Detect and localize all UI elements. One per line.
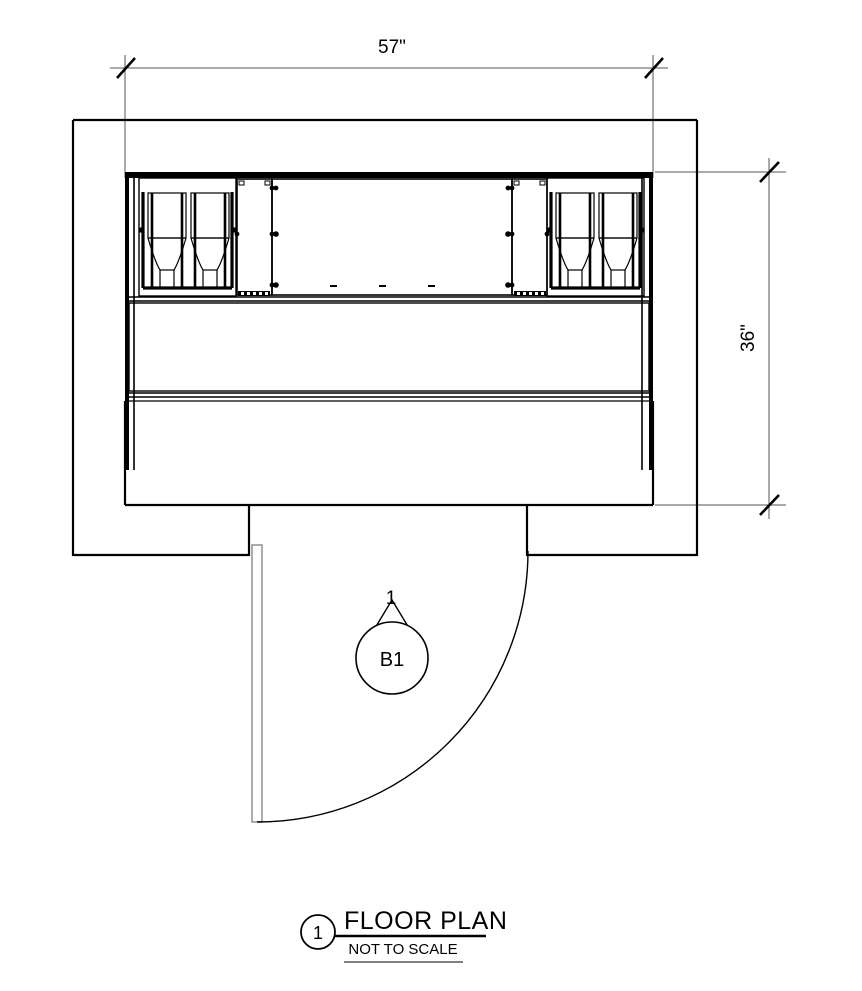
equipment-group-left bbox=[138, 177, 237, 297]
fastener-dot bbox=[509, 282, 515, 288]
hatch-gap bbox=[517, 292, 520, 295]
panel-foot-hatch bbox=[238, 291, 270, 296]
casework-right-rail-outer bbox=[649, 172, 653, 470]
hatch-gap bbox=[241, 292, 244, 295]
fastener-dot bbox=[505, 282, 511, 288]
funnel-body bbox=[598, 192, 638, 239]
funnel-taper-right bbox=[624, 237, 638, 288]
funnel-unit-left-a bbox=[147, 192, 187, 288]
counter-band-lower bbox=[123, 400, 655, 507]
center-panel bbox=[271, 178, 513, 296]
funnel-taper-left bbox=[598, 237, 612, 288]
panel-outline bbox=[511, 178, 548, 296]
funnel-body bbox=[147, 192, 187, 239]
center-panel-outline bbox=[271, 178, 513, 296]
panel-corner-mark bbox=[513, 180, 520, 186]
dimension-tick-left bbox=[116, 57, 136, 79]
panel-corner-mark bbox=[264, 180, 271, 186]
door-leaf bbox=[251, 544, 263, 823]
counter-upper-outline bbox=[128, 302, 650, 392]
hatch-gap bbox=[535, 292, 538, 295]
room-outline bbox=[71, 118, 699, 557]
funnel-taper-right bbox=[173, 237, 187, 288]
fastener-dot bbox=[138, 227, 144, 233]
funnel-body bbox=[190, 192, 230, 239]
title-detail-number: 1 bbox=[313, 923, 323, 943]
dimension-height-label: 36" bbox=[738, 324, 759, 352]
funnel-taper-left bbox=[555, 237, 569, 288]
funnel-taper-right bbox=[216, 237, 230, 288]
equipment-casework-block bbox=[123, 172, 655, 507]
funnel-body bbox=[555, 192, 595, 239]
fastener-dot bbox=[273, 282, 279, 288]
dimension-width-label: 57" bbox=[378, 37, 406, 58]
title-text: FLOOR PLAN bbox=[344, 907, 507, 935]
detail-tag-b1[interactable]: B1 1 bbox=[355, 588, 429, 695]
funnel-unit-left-b bbox=[190, 192, 230, 288]
casework-left-rail-outer bbox=[125, 172, 129, 470]
fastener-dot bbox=[273, 185, 279, 191]
title-block[interactable]: 1 FLOOR PLAN NOT TO SCALE bbox=[300, 907, 507, 963]
dimension-height-36: 36" bbox=[655, 158, 786, 519]
dimension-width-57: 57" bbox=[110, 37, 668, 178]
detail-tag-sheet-number: 1 bbox=[386, 588, 397, 609]
swing-door bbox=[251, 544, 529, 823]
dimension-tick-right bbox=[644, 57, 664, 79]
funnel-taper-left bbox=[147, 237, 161, 288]
equipment-group-right bbox=[546, 177, 645, 297]
door-swing-arc bbox=[256, 550, 529, 823]
fastener-dot bbox=[234, 231, 240, 237]
funnel-unit-right-a bbox=[555, 192, 595, 288]
panel-foot-hatch bbox=[514, 291, 546, 296]
title-detail-circle bbox=[300, 914, 336, 950]
fastener-dot bbox=[505, 185, 511, 191]
hatch-gap bbox=[541, 292, 544, 295]
side-panel-left bbox=[234, 178, 275, 296]
side-panel-right bbox=[509, 178, 550, 296]
fastener-dot bbox=[546, 227, 552, 233]
fastener-dot bbox=[509, 185, 515, 191]
detail-tag-label: B1 bbox=[380, 649, 404, 671]
fastener-dot bbox=[231, 227, 237, 233]
panel-corner-mark bbox=[539, 180, 546, 186]
hatch-gap bbox=[523, 292, 526, 295]
fastener-dot bbox=[509, 231, 515, 237]
fastener-dot bbox=[639, 227, 645, 233]
dimension-tick-top bbox=[759, 161, 780, 183]
hatch-gap bbox=[265, 292, 268, 295]
panel-corner-mark bbox=[238, 180, 245, 186]
casework-top-rail bbox=[125, 172, 653, 178]
dimension-tick-bottom bbox=[759, 494, 780, 516]
detail-tag-circle bbox=[355, 621, 429, 695]
left-enclosure-box bbox=[138, 177, 237, 297]
hatch-gap bbox=[253, 292, 256, 295]
title-scale-note: NOT TO SCALE bbox=[348, 941, 457, 958]
right-enclosure-box bbox=[546, 177, 645, 297]
fastener-dot bbox=[505, 231, 511, 237]
hatch-gap bbox=[259, 292, 262, 295]
funnel-unit-right-b bbox=[598, 192, 638, 288]
hatch-gap bbox=[247, 292, 250, 295]
funnel-taper-right bbox=[581, 237, 595, 288]
hatch-gap bbox=[529, 292, 532, 295]
funnel-taper-left bbox=[190, 237, 204, 288]
panel-outline bbox=[236, 178, 273, 296]
counter-band-upper bbox=[125, 296, 653, 398]
fastener-dot bbox=[273, 231, 279, 237]
